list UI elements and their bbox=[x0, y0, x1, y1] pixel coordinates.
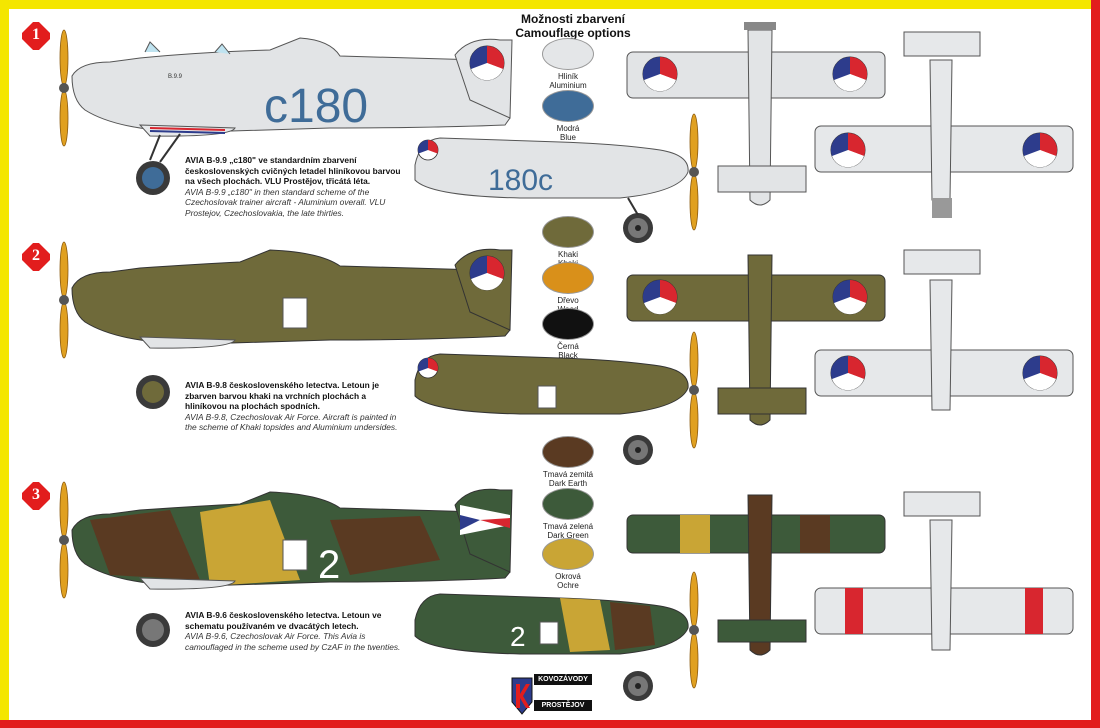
scheme-1-code-right: 180c bbox=[488, 164, 553, 197]
scheme-3-code-right: 2 bbox=[510, 621, 526, 652]
scheme-3-side-view: 2 bbox=[58, 481, 513, 647]
scheme-1-caption: AVIA B-9.9 „c180" ve standardním zbarven… bbox=[185, 155, 401, 218]
scheme-1-top-view bbox=[626, 22, 886, 206]
kovozavody-logo: KOVOZÁVODY PROSTĚJOV bbox=[510, 672, 600, 720]
scheme-3-caption: AVIA B-9.6 československého letectva. Le… bbox=[185, 610, 401, 652]
scheme-3-code-left: 2 bbox=[318, 543, 340, 587]
scheme-3-top-view bbox=[626, 494, 886, 656]
yellow-frame-left bbox=[0, 0, 9, 728]
scheme-1-side-view-right: 180c bbox=[414, 113, 700, 243]
colour-options-heading: Možnosti zbarvení Camouflage options bbox=[515, 12, 631, 40]
scheme-1-code-left: c180 bbox=[264, 80, 368, 133]
logo-top-text: KOVOZÁVODY bbox=[534, 674, 592, 685]
scheme-2-top-view bbox=[626, 254, 886, 426]
scheme-1-badge: 1 bbox=[19, 19, 53, 53]
swatch-khaki: KhakiKhaki bbox=[498, 216, 638, 268]
scheme-1-bottom-view bbox=[814, 31, 1074, 218]
scheme-3-bottom-view bbox=[814, 491, 1074, 651]
scheme-2-badge: 2 bbox=[19, 240, 53, 274]
yellow-frame-top bbox=[0, 0, 1100, 9]
scheme-2-caption: AVIA B-9.8 československého letectva. Le… bbox=[185, 380, 398, 432]
red-frame-right bbox=[1091, 0, 1100, 728]
red-frame-bottom bbox=[0, 720, 1100, 728]
scheme-2-side-view bbox=[58, 241, 513, 409]
swatch-wood: DřevoWood bbox=[498, 262, 638, 314]
scheme-1-side-view: c180 B.9.9 bbox=[58, 29, 513, 195]
scheme-2-bottom-view bbox=[814, 249, 1074, 411]
scheme-3-side-view-right: 2 bbox=[414, 571, 700, 701]
logo-bottom-text: PROSTĚJOV bbox=[534, 700, 592, 711]
scheme-2-side-view-right bbox=[414, 331, 700, 465]
svg-text:B.9.9: B.9.9 bbox=[168, 74, 183, 80]
scheme-3-badge: 3 bbox=[19, 479, 53, 513]
